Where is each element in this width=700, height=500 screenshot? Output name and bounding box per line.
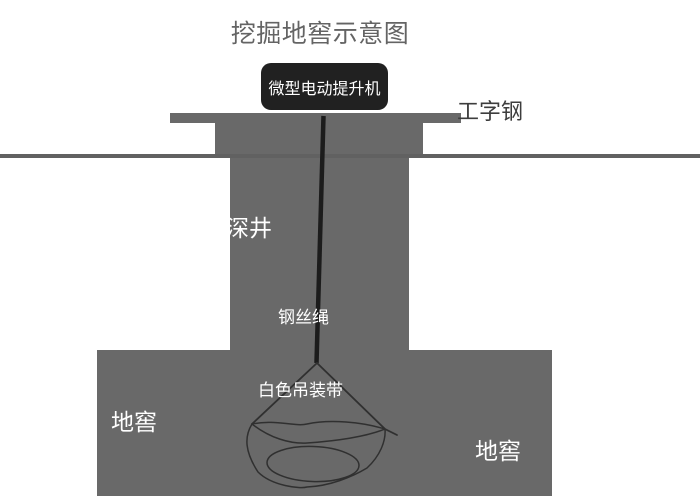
diagram-title: 挖掘地窖示意图 — [230, 20, 410, 48]
cellar-block — [97, 350, 552, 496]
wellhead-block — [215, 123, 423, 154]
wire-rope-label: 钢丝绳 — [278, 308, 329, 327]
shaft-label: 深井 — [226, 215, 272, 241]
ibeam-label: 工字钢 — [457, 99, 524, 124]
hoist-label: 微型电动提升机 — [268, 80, 381, 98]
cellar-label-left: 地窖 — [111, 409, 157, 435]
ground-surface-line — [0, 154, 700, 158]
sling-label: 白色吊装带 — [258, 381, 343, 400]
hoist-box: 微型电动提升机 — [261, 63, 388, 110]
cellar-label-right: 地窖 — [475, 438, 521, 464]
ibeam-bar — [170, 113, 461, 123]
